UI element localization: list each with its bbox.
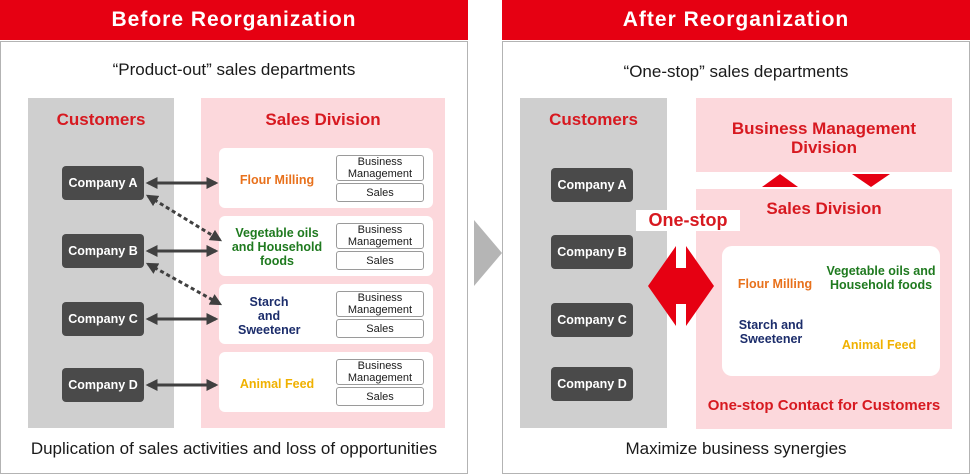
before-company-c: Company C xyxy=(62,302,144,336)
before-flour-business-box: Business Management xyxy=(336,155,424,181)
after-dept-feed: Animal Feed xyxy=(841,338,917,352)
after-customers-title: Customers xyxy=(549,110,638,129)
after-footer: Maximize business synergies xyxy=(625,439,847,458)
before-dept-starch-name: Starch and Sweetener xyxy=(238,295,301,337)
one-stop-contact-label: One-stop Contact for Customers xyxy=(707,397,941,414)
dotted-arrow-a-veg xyxy=(145,194,223,242)
before-sales-title: Sales Division xyxy=(265,110,381,129)
one-stop-label: One-stop xyxy=(636,210,740,231)
before-company-b: Company B xyxy=(62,234,144,268)
after-dept-veg: Vegetable oils and Household foods xyxy=(826,264,936,292)
before-subtitle: “Product-out” sales departments xyxy=(112,60,356,79)
after-header: After Reorganization xyxy=(502,0,970,40)
before-header: Before Reorganization xyxy=(0,0,468,40)
after-company-a: Company A xyxy=(551,168,633,202)
after-dept-starch: Starch and Sweetener xyxy=(738,318,804,346)
before-dept-flour-name: Flour Milling xyxy=(239,173,315,187)
before-veg-sales-box: Sales xyxy=(336,251,424,270)
before-feed-business-box: Business Management xyxy=(336,359,424,385)
before-starch-sales-box: Sales xyxy=(336,319,424,338)
before-customers-title: Customers xyxy=(56,110,146,129)
transition-chevron xyxy=(474,220,502,286)
before-dept-feed-name: Animal Feed xyxy=(239,377,315,391)
after-company-b: Company B xyxy=(551,235,633,269)
before-veg-business-box: Business Management xyxy=(336,223,424,249)
before-feed-sales-box: Sales xyxy=(336,387,424,406)
after-dept-flour: Flour Milling xyxy=(737,277,813,291)
bm-division-box xyxy=(696,98,952,172)
after-company-c: Company C xyxy=(551,303,633,337)
after-departments-card xyxy=(722,246,940,376)
after-company-d: Company D xyxy=(551,367,633,401)
before-flour-sales-box: Sales xyxy=(336,183,424,202)
after-sales-title: Sales Division xyxy=(766,199,882,218)
before-footer: Duplication of sales activities and loss… xyxy=(30,439,438,458)
before-dept-veg-name: Vegetable oils and Household foods xyxy=(231,226,323,268)
bm-division-title: Business Management Division xyxy=(731,119,917,157)
before-header-text: Before Reorganization xyxy=(111,8,357,31)
after-subtitle: “One-stop” sales departments xyxy=(623,62,849,81)
dotted-arrow-b-starch xyxy=(145,262,223,306)
before-company-d: Company D xyxy=(62,368,144,402)
down-triangle xyxy=(852,174,890,187)
before-starch-business-box: Business Management xyxy=(336,291,424,317)
after-header-text: After Reorganization xyxy=(622,8,850,31)
one-stop-arrow xyxy=(648,246,714,326)
up-triangle xyxy=(762,174,798,187)
before-company-a: Company A xyxy=(62,166,144,200)
